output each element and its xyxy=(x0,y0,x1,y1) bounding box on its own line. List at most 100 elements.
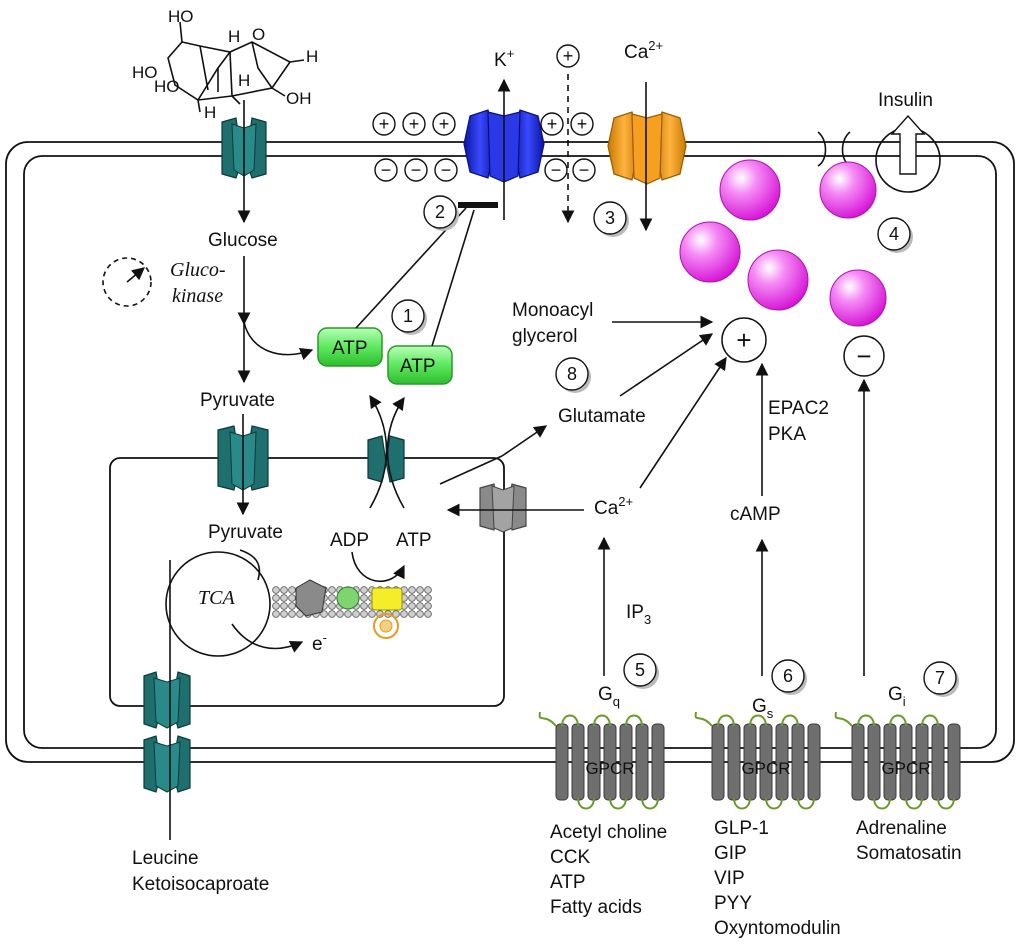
pyruvate-mito-label: Pyruvate xyxy=(208,522,283,543)
svg-text:ATP: ATP xyxy=(400,356,436,377)
gq-label: Gq xyxy=(598,684,620,709)
plus-charge-icon: + xyxy=(547,114,558,134)
svg-text:+: + xyxy=(563,46,574,66)
ligand-label: ATP xyxy=(550,872,586,893)
monoacylglycerol-label-2: glycerol xyxy=(512,326,577,347)
ligand-label: CCK xyxy=(550,847,590,868)
glucose-ho-1: HO xyxy=(168,7,194,26)
ligand-label: Oxyntomodulin xyxy=(714,918,841,939)
insulin-granule xyxy=(679,221,741,283)
calcium-top-label: Ca2+ xyxy=(624,38,663,63)
atp-box-2: ATP xyxy=(387,345,453,385)
calcium-channel-icon xyxy=(607,111,687,185)
positive-charge-icon xyxy=(556,44,580,68)
glucokinase-dial-icon xyxy=(102,257,152,307)
leucine-label: Leucine xyxy=(132,848,199,869)
leucine-transporter-icon xyxy=(143,671,191,793)
pka-label: PKA xyxy=(768,424,806,445)
katp-inhibitor-bar xyxy=(458,202,498,208)
ligand-label: Acetyl choline xyxy=(550,822,667,843)
minus-charge-icon: − xyxy=(551,160,562,180)
plus-charge-icon: + xyxy=(439,114,450,134)
gi-label: Gi xyxy=(888,684,906,709)
svg-text:ATP: ATP xyxy=(332,338,368,359)
ligand-label: Somatosatin xyxy=(856,843,962,864)
epac2-label: EPAC2 xyxy=(768,398,829,419)
minus-charge-icon: − xyxy=(411,160,422,180)
electron-transport-chain xyxy=(272,579,432,639)
glucose-h-1: H xyxy=(228,27,240,46)
calcium-mid-label: Ca2+ xyxy=(594,494,633,519)
step-number-6: 6 xyxy=(783,666,793,686)
ant-channel-icon xyxy=(367,435,405,483)
minus-charge-icon: − xyxy=(441,160,452,180)
gpcr-receptor-icon: GPCR xyxy=(694,711,821,810)
insulin-granules xyxy=(679,159,887,327)
glucose-label: Glucose xyxy=(208,230,278,251)
inhibition-minus-icon xyxy=(843,335,885,377)
ketoisocaproate-label: Ketoisocaproate xyxy=(132,874,269,895)
insulin-release-arrow-icon xyxy=(890,114,926,175)
step-number-8: 8 xyxy=(567,364,577,384)
ligand-label: PYY xyxy=(714,893,752,914)
tca-label: TCA xyxy=(198,587,235,609)
insulin-granule xyxy=(719,159,781,221)
glucose-h-2: H xyxy=(306,47,318,66)
adp-label: ADP xyxy=(330,530,369,551)
ligand-label: GLP-1 xyxy=(714,818,769,839)
ligand-label: VIP xyxy=(714,868,745,889)
glucose-h-4: H xyxy=(238,71,250,90)
inner-charges: −−−−− xyxy=(374,158,596,182)
outer-cell-membrane xyxy=(5,141,1015,763)
atp-box-1: ATP xyxy=(317,327,383,367)
glutamate-label: Glutamate xyxy=(558,406,646,427)
potassium-ion-label: K+ xyxy=(494,46,514,71)
atp-mito-label: ATP xyxy=(396,530,432,551)
ligand-label: Fatty acids xyxy=(550,897,642,918)
insulin-granule xyxy=(819,161,877,219)
step-number-2: 2 xyxy=(435,202,445,222)
insulin-granule xyxy=(747,249,809,311)
minus-charge-icon: − xyxy=(579,160,590,180)
plus-charge-icon: + xyxy=(409,114,420,134)
step-number-1: 1 xyxy=(403,306,413,326)
tca-cycle xyxy=(165,551,271,657)
fusion-pore-icon xyxy=(817,131,851,167)
camp-label: cAMP xyxy=(730,504,781,525)
step-number-7: 7 xyxy=(935,668,945,688)
gpcr-label: GPCR xyxy=(741,759,790,778)
electron-label: e- xyxy=(312,630,327,655)
plus-charge-icon: + xyxy=(577,114,588,134)
glucokinase-label-2: kinase xyxy=(172,285,223,307)
ip3-label: IP3 xyxy=(626,602,651,627)
svg-text:+: + xyxy=(736,325,751,355)
gpcr-group: GPCR GPCR GPCR xyxy=(538,711,961,810)
gs-label: Gs xyxy=(752,696,774,721)
glucose-oh-4: OH xyxy=(286,89,312,108)
pyruvate-cytosol-label: Pyruvate xyxy=(200,390,275,411)
minus-charge-icon: − xyxy=(381,160,392,180)
mito-calcium-channel-icon xyxy=(479,483,527,533)
gpcr-receptor-icon: GPCR xyxy=(834,711,961,810)
monoacylglycerol-label-1: Monoacyl xyxy=(512,300,593,321)
insulin-label: Insulin xyxy=(878,90,933,111)
ligand-label: Adrenaline xyxy=(856,818,947,839)
mitochondrion xyxy=(109,457,505,707)
stimulation-plus-icon xyxy=(721,317,767,363)
pyruvate-transporter-icon xyxy=(217,425,269,491)
ligand-label: GIP xyxy=(714,843,747,864)
svg-text:−: − xyxy=(856,341,871,371)
glucokinase-label-1: Gluco- xyxy=(170,259,226,281)
gpcr-label: GPCR xyxy=(585,759,634,778)
outer-charges: + + + + + xyxy=(372,112,594,136)
plus-charge-icon: + xyxy=(379,114,390,134)
gpcr-receptor-icon: GPCR xyxy=(538,711,665,810)
glucose-ho-2: HO xyxy=(132,63,158,82)
step-number-3: 3 xyxy=(605,208,615,228)
gpcr-label: GPCR xyxy=(881,759,930,778)
